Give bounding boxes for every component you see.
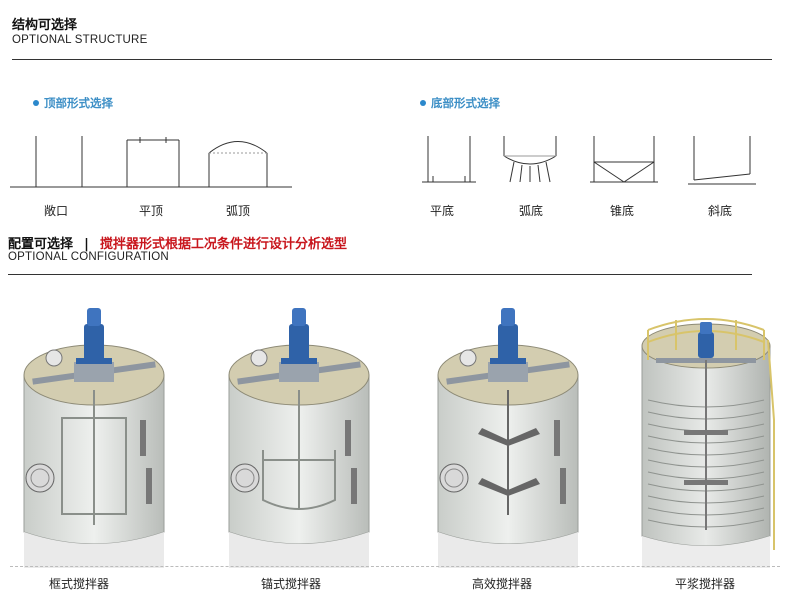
- configuration-subtitle: OPTIONAL CONFIGURATION: [8, 251, 169, 263]
- bullet-icon: [420, 100, 426, 106]
- flat-bottom-shape: [422, 136, 476, 183]
- title-separator: |: [84, 237, 89, 252]
- flat-paddle-agitator-tank-image: [641, 318, 775, 568]
- configuration-heading: 配置可选择 | 搅拌器形式根据工况条件进行设计分析选型: [8, 233, 347, 252]
- configuration-divider: [8, 274, 752, 275]
- top-open-caption: 敞口: [43, 204, 68, 218]
- configuration-title: 配置可选择: [8, 237, 74, 252]
- top-forms-diagram: [10, 136, 292, 188]
- bottom-form-label: 底部形式选择: [431, 96, 500, 110]
- bottom-sloped-caption: 斜底: [707, 204, 732, 218]
- image-base-line: [10, 566, 780, 567]
- bullet-icon: [33, 100, 39, 106]
- configuration-note: 搅拌器形式根据工况条件进行设计分析选型: [99, 237, 347, 252]
- flat-top-shape: [126, 137, 180, 187]
- high-efficiency-agitator-tank-image: [437, 308, 579, 568]
- bottom-dished-caption: 弧底: [518, 204, 543, 218]
- anchor-agitator-tank-image: [228, 308, 370, 568]
- structure-subtitle: OPTIONAL STRUCTURE: [12, 34, 148, 46]
- structure-title: 结构可选择: [12, 18, 78, 33]
- dome-top-shape: [208, 141, 268, 187]
- bottom-form-heading: 底部形式选择: [420, 95, 500, 111]
- anchor-agitator-caption: 锚式搅拌器: [260, 577, 321, 591]
- frame-agitator-tank-image: [23, 308, 165, 568]
- top-form-label: 顶部形式选择: [44, 96, 113, 110]
- structure-divider: [12, 59, 772, 60]
- top-form-heading: 顶部形式选择: [33, 95, 113, 111]
- dished-bottom-shape: [503, 136, 557, 183]
- top-flat-caption: 平顶: [138, 204, 163, 218]
- high-efficiency-agitator-caption: 高效搅拌器: [471, 577, 532, 591]
- frame-agitator-caption: 框式搅拌器: [48, 577, 109, 591]
- top-dome-caption: 弧顶: [225, 204, 250, 218]
- bottom-flat-caption: 平底: [429, 204, 454, 218]
- cone-bottom-shape: [590, 136, 658, 183]
- sloped-bottom-shape: [688, 136, 756, 185]
- bottom-cone-caption: 锥底: [609, 204, 634, 218]
- flat-paddle-agitator-caption: 平浆搅拌器: [674, 577, 735, 591]
- bottom-forms-diagram: [422, 136, 756, 185]
